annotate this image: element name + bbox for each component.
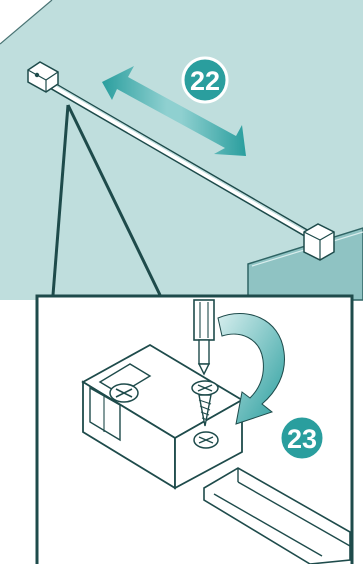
screw-hole-icon (194, 432, 218, 448)
glass-clamp (304, 224, 334, 260)
step-23-badge: 23 (280, 416, 324, 460)
step-23-number: 23 (287, 424, 317, 454)
step-22-number: 22 (190, 66, 220, 96)
clamp-screw-icon (110, 384, 138, 402)
step-22-badge: 22 (183, 58, 227, 102)
